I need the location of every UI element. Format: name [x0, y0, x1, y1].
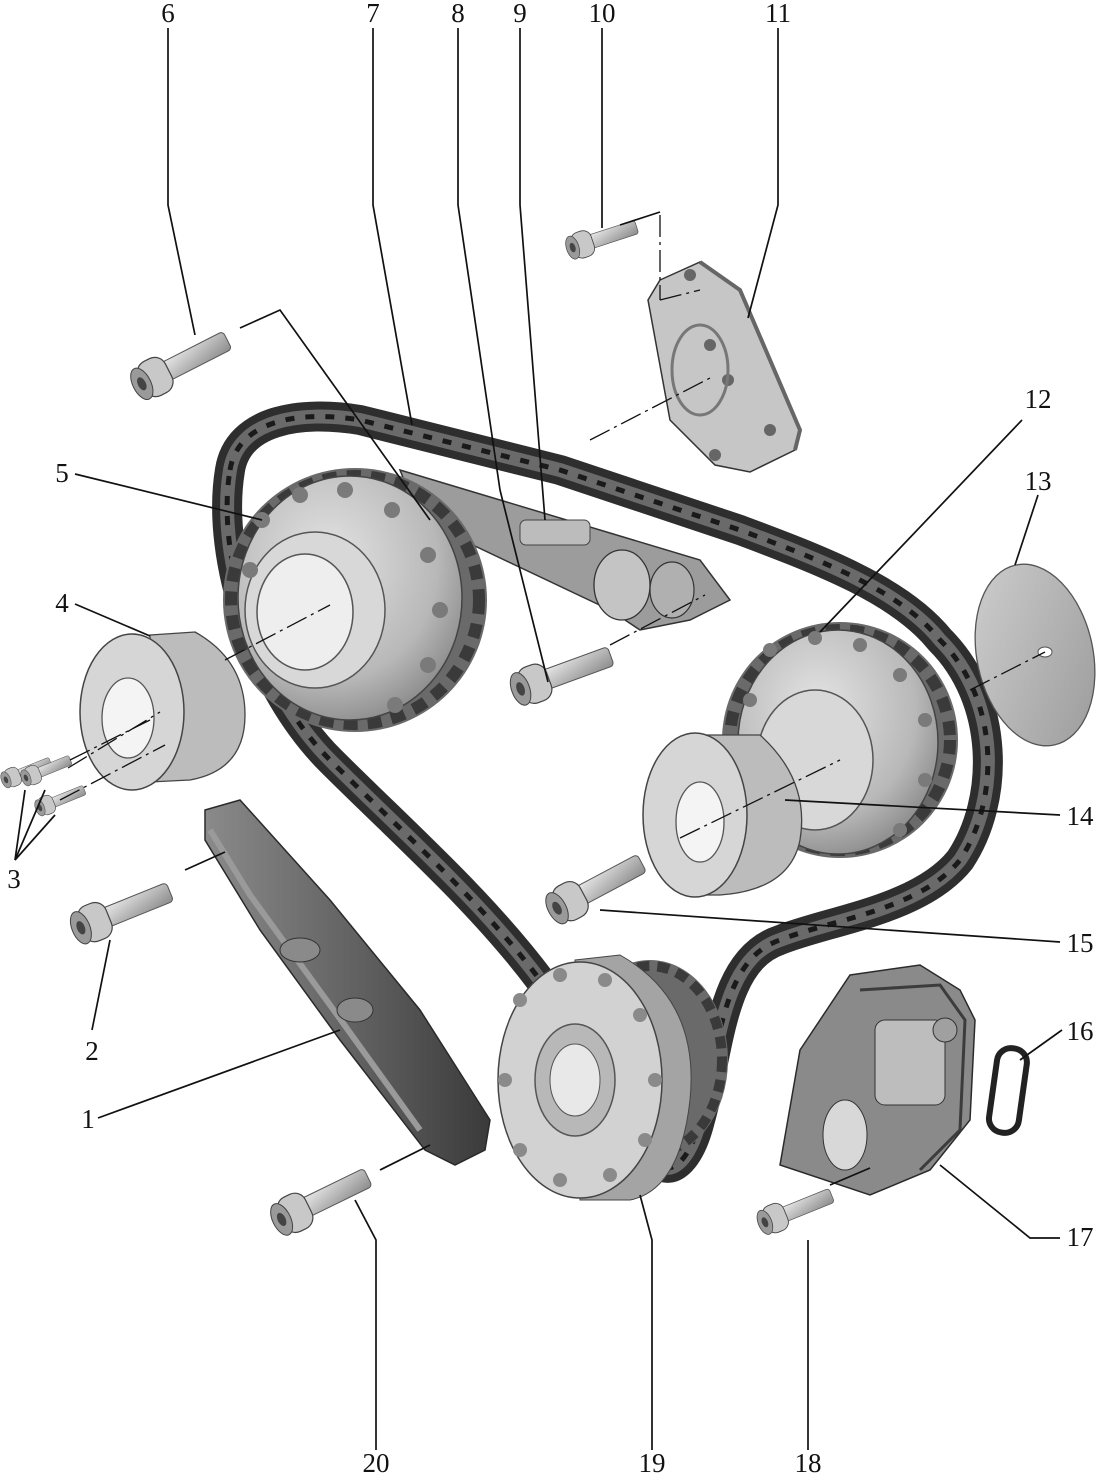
callout-16: 16 [1067, 1016, 1094, 1046]
leader-lines [14, 28, 1063, 1450]
callout-20: 20 [363, 1448, 390, 1475]
callout-9: 9 [513, 0, 527, 28]
callout-8: 8 [451, 0, 465, 28]
callout-1: 1 [81, 1104, 95, 1134]
exhaust-bushing [642, 732, 803, 898]
callout-14: 14 [1067, 801, 1095, 831]
callout-2: 2 [85, 1036, 99, 1066]
bolt-20 [264, 1159, 377, 1242]
callout-18: 18 [795, 1448, 822, 1475]
callout-5: 5 [55, 458, 69, 488]
callout-3: 3 [7, 864, 21, 894]
timing-chain [212, 401, 1003, 1183]
callout-11: 11 [765, 0, 791, 28]
callout-13: 13 [1025, 466, 1052, 496]
assembly-axes [59, 215, 1046, 839]
chain-tensioner [779, 964, 976, 1196]
callout-7: 7 [366, 0, 380, 28]
bolt-2 [64, 873, 178, 950]
bolts-3 [0, 750, 89, 819]
bolt-6 [124, 322, 237, 406]
tensioner-seal-ring [985, 1045, 1030, 1136]
callout-19: 19 [639, 1448, 666, 1475]
callout-10: 10 [589, 0, 616, 28]
bolt-18 [752, 1181, 838, 1239]
intake-bushing [79, 631, 246, 791]
crankshaft-sprocket [497, 954, 728, 1201]
callout-15: 15 [1067, 928, 1094, 958]
bolt-8 [505, 637, 618, 711]
callout-6: 6 [161, 0, 175, 28]
tensioner-rail [204, 799, 491, 1166]
callout-12: 12 [1025, 384, 1052, 414]
upper-chain-guide [398, 468, 732, 631]
callout-17: 17 [1067, 1222, 1094, 1252]
bolt-15 [539, 845, 652, 930]
bearing-plate [647, 260, 803, 473]
callout-labels: 6 7 8 9 10 11 12 13 5 4 3 2 1 14 15 16 1… [7, 0, 1094, 1475]
callout-4: 4 [55, 588, 69, 618]
intake-camshaft-sprocket [223, 468, 487, 732]
